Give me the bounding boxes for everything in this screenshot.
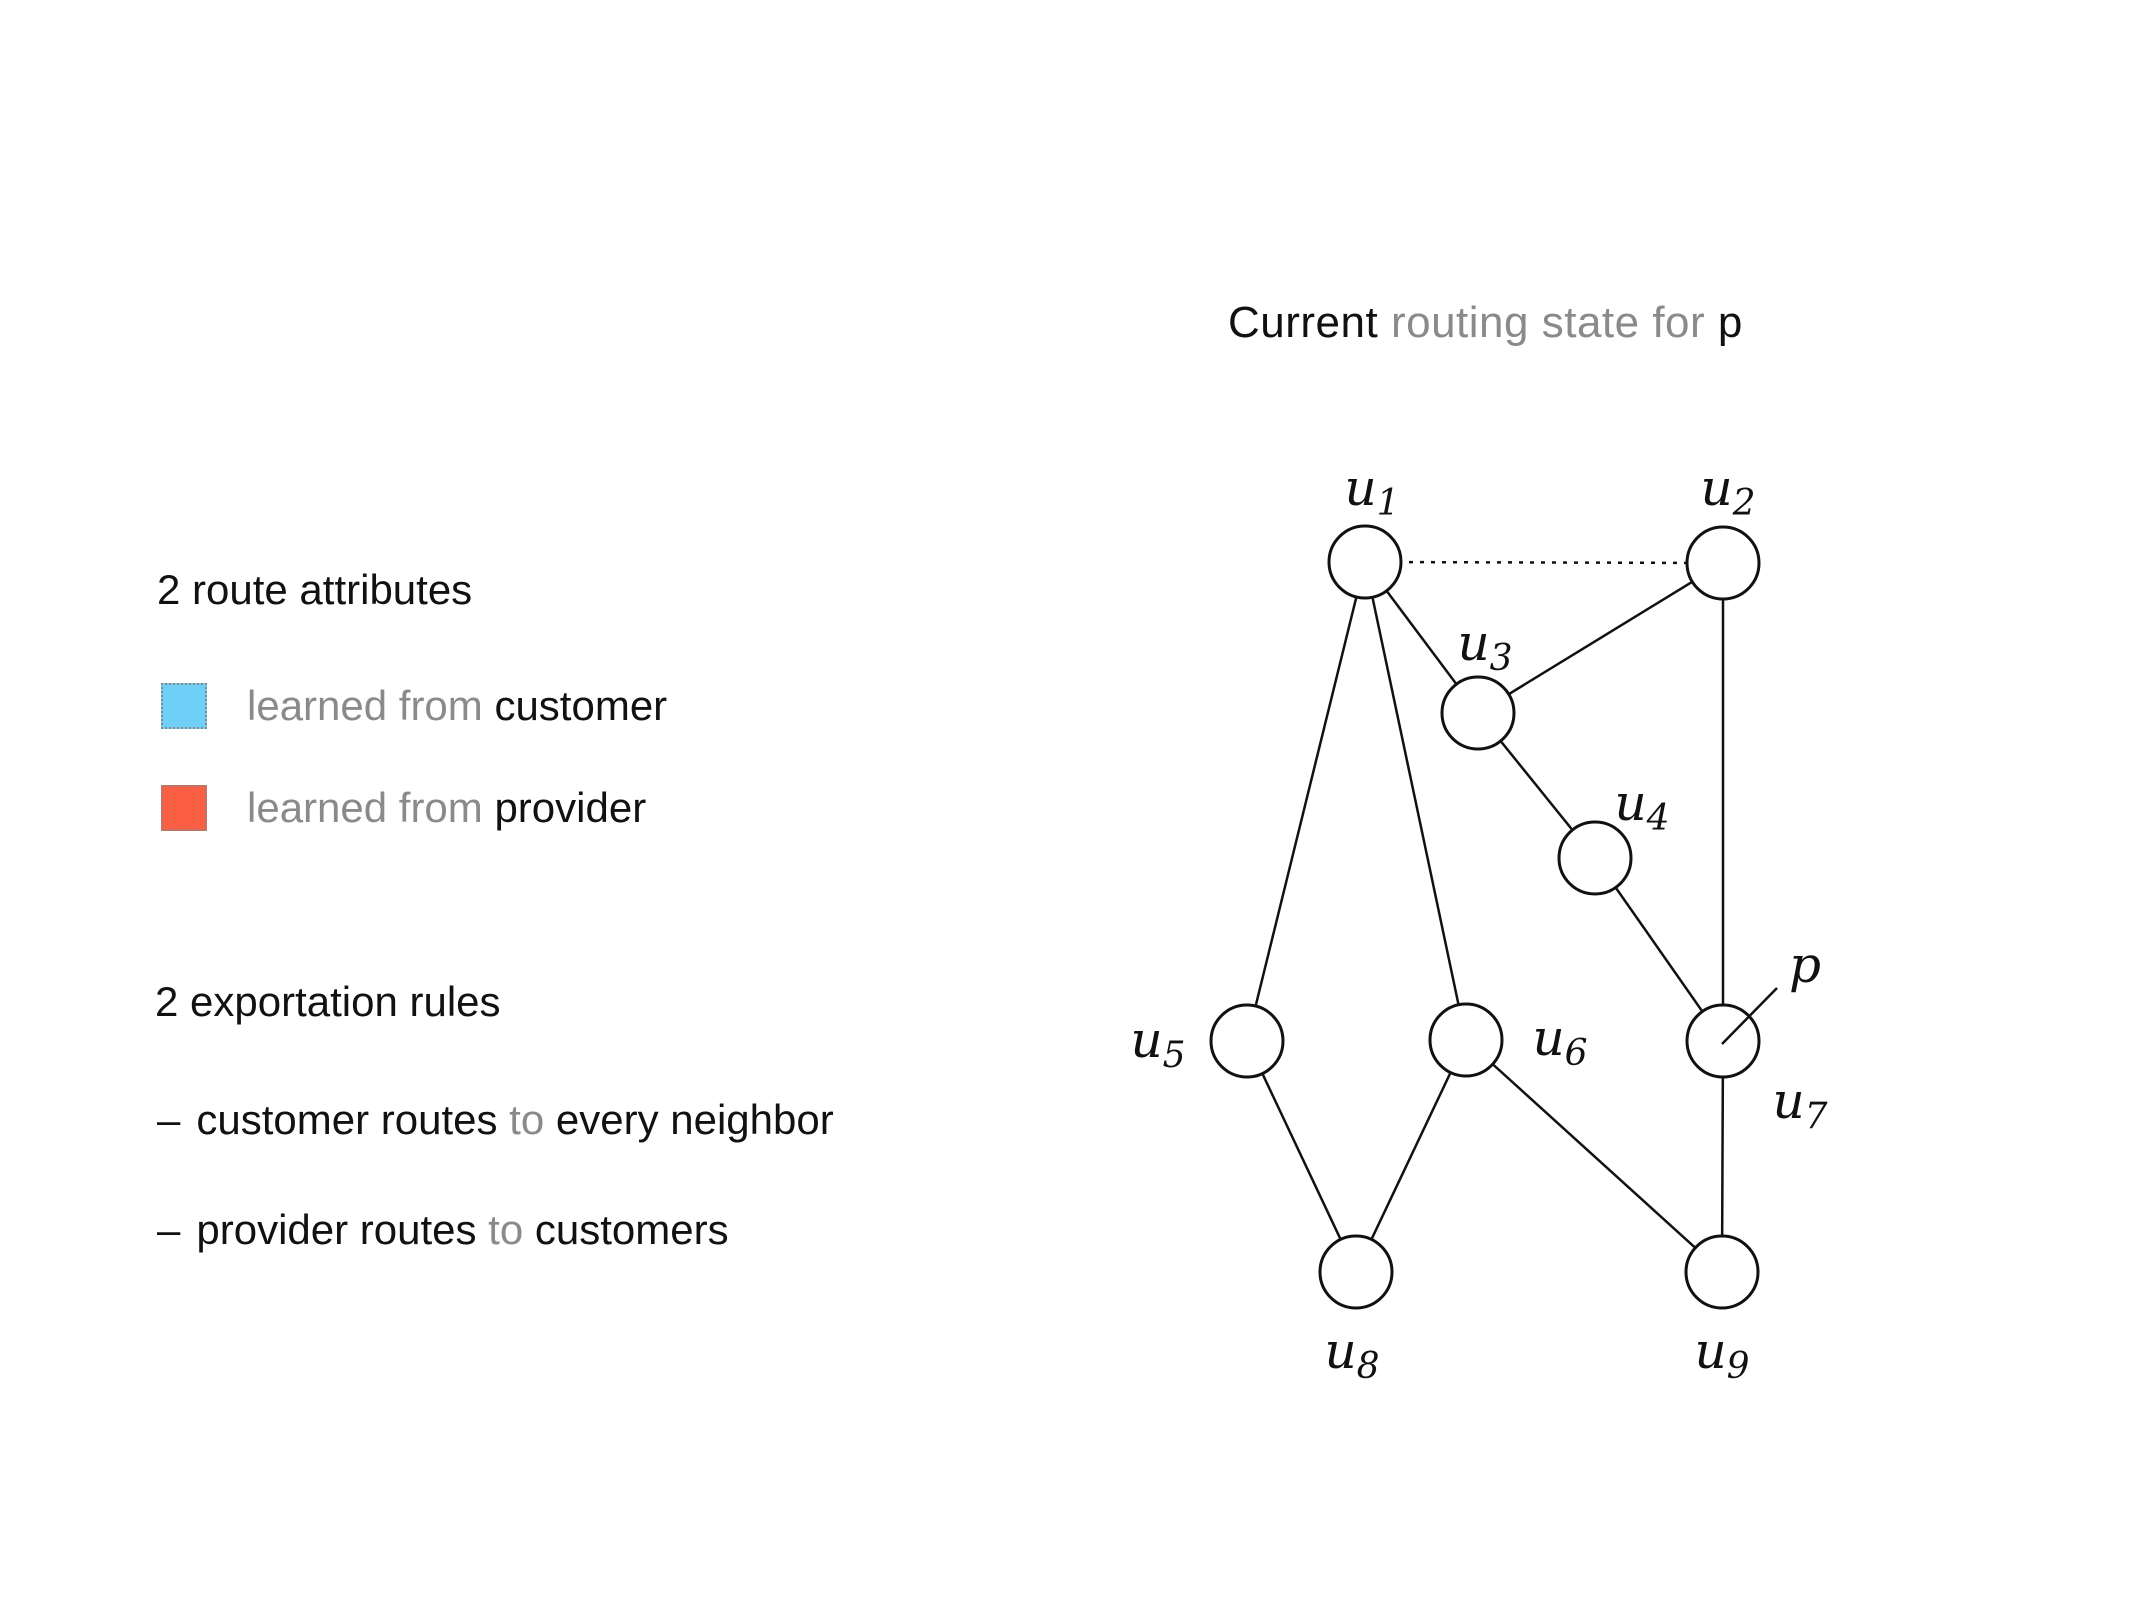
edge-u1-u5 — [1245, 561, 1367, 1042]
edge-u6-u9 — [1465, 1039, 1723, 1273]
node-u1 — [1327, 524, 1403, 600]
bullet-customer-to: to — [509, 1096, 545, 1143]
node-label-u3: u3 — [1457, 614, 1512, 679]
route-attributes-heading: 2 route attributes — [157, 566, 473, 613]
bullet-customer-pre: customer routes — [196, 1096, 498, 1143]
node-label-u4: u4 — [1614, 774, 1669, 839]
legend-item-provider: learned from provider — [161, 784, 646, 832]
edge-u7-p-pointer — [1721, 987, 1778, 1045]
node-u5 — [1209, 1003, 1285, 1079]
bullet-dash: – — [157, 1096, 181, 1143]
node-label-u9: u9 — [1694, 1322, 1749, 1387]
title-middle: routing state for — [1390, 298, 1706, 347]
node-u8 — [1318, 1234, 1394, 1310]
legend-customer-gray: learned from — [247, 682, 483, 729]
node-u9 — [1684, 1234, 1760, 1310]
node-label-u6: u6 — [1532, 1009, 1587, 1074]
edge-u5-u8 — [1245, 1040, 1358, 1273]
legend-customer-label: learned from customer — [247, 682, 667, 730]
bullet-provider-post: customers — [534, 1206, 729, 1253]
bullet-provider-to: to — [488, 1206, 524, 1253]
prefix-p-label: p — [1789, 936, 1821, 994]
exportation-rules-heading: 2 exportation rules — [155, 978, 501, 1025]
edge-u1-u6 — [1363, 561, 1468, 1041]
node-u2 — [1685, 525, 1761, 601]
bullet-dash: – — [157, 1206, 181, 1253]
node-label-u8: u8 — [1324, 1322, 1379, 1387]
node-label-u5: u5 — [1130, 1011, 1185, 1076]
provider-color-swatch — [161, 785, 207, 831]
legend-provider-gray: learned from — [247, 784, 483, 831]
customer-color-swatch — [161, 683, 207, 729]
title-p: p — [1717, 298, 1743, 347]
edge-u7-u9 — [1720, 1040, 1725, 1273]
bullet-provider-routes: –provider routes to customers — [157, 1206, 729, 1254]
page-title: Current routing state for p — [1228, 298, 1743, 348]
bullet-customer-post: every neighbor — [555, 1096, 834, 1143]
node-label-u1: u1 — [1344, 459, 1399, 524]
bullet-customer-routes: –customer routes to every neighbor — [157, 1096, 834, 1144]
bullet-provider-pre: provider routes — [196, 1206, 477, 1253]
edge-u1-u2 — [1364, 560, 1724, 565]
node-label-u2: u2 — [1700, 459, 1755, 524]
edge-u2-u3 — [1477, 561, 1724, 715]
node-label-u7: u7 — [1772, 1072, 1827, 1137]
node-u4 — [1557, 820, 1633, 896]
title-current: Current — [1228, 298, 1379, 347]
legend-provider-emph: provider — [494, 784, 647, 831]
edge-u6-u8 — [1354, 1039, 1468, 1273]
legend-provider-label: learned from provider — [247, 784, 646, 832]
node-u6 — [1428, 1002, 1504, 1078]
legend-customer-emph: customer — [494, 682, 668, 729]
legend-item-customer: learned from customer — [161, 682, 667, 730]
node-u3 — [1440, 675, 1516, 751]
